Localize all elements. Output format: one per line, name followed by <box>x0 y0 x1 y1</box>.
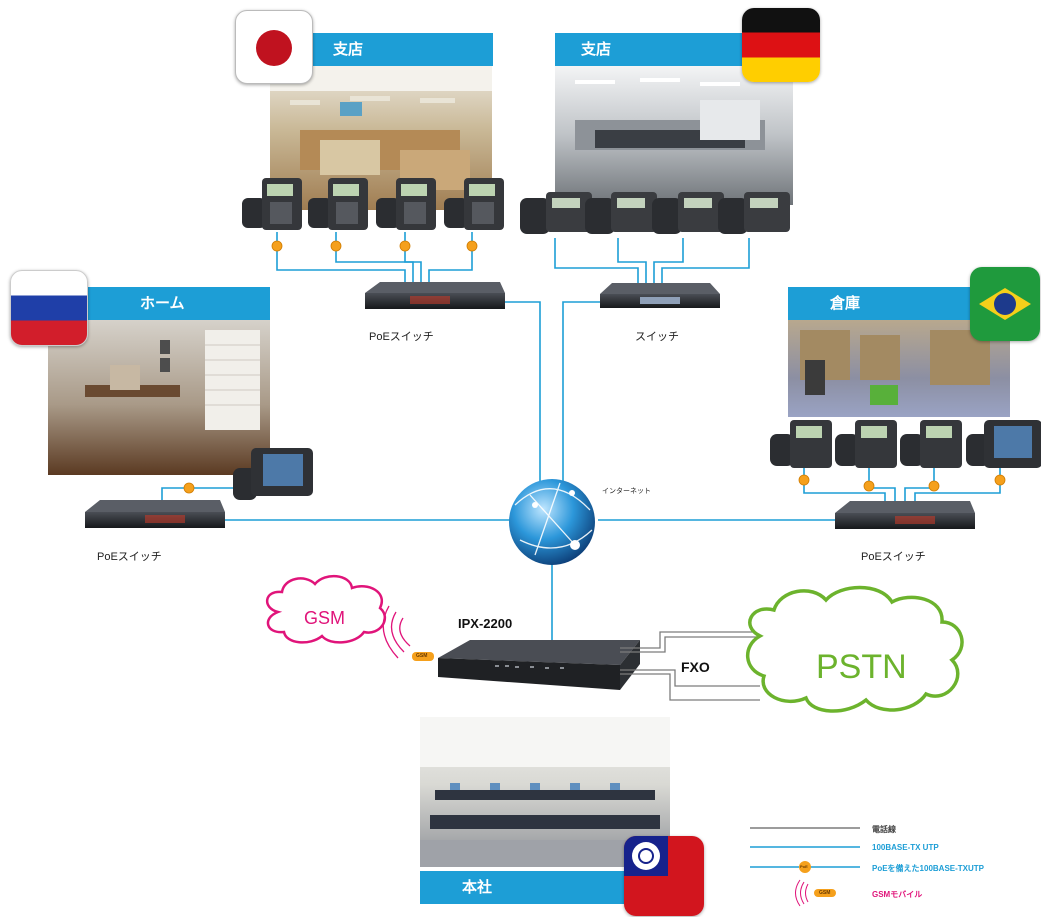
legend-utp: 100BASE-TX UTP <box>872 843 939 852</box>
brazil-flag-icon <box>970 267 1040 341</box>
legend-poe-badge: PoE <box>800 864 808 869</box>
gsm-cloud-label: GSM <box>304 608 346 628</box>
gsm-signal-icon <box>382 605 411 659</box>
ipx-2200-label: IPX-2200 <box>458 616 513 631</box>
legend-poe: PoEを備えた100BASE-TXUTP <box>872 864 985 873</box>
japan-site-label: 支店 <box>333 41 364 58</box>
poe-switch-right-label: PoEスイッチ <box>861 551 926 563</box>
japan-office-photo <box>270 65 492 210</box>
poe-switch-right <box>835 501 975 529</box>
japan-site-header: 支店 <box>285 33 493 66</box>
internet-label: インターネット <box>602 488 651 495</box>
gsm-module-label: GSM <box>416 653 428 659</box>
phone-lines <box>620 631 760 701</box>
brazil-site-header: 倉庫 <box>788 287 978 320</box>
ipx-2200-device <box>438 640 640 690</box>
taiwan-flag-icon <box>624 836 704 916</box>
poe-markers <box>183 240 1006 494</box>
germany-flag-icon <box>742 8 820 82</box>
japan-flag-icon <box>235 10 313 84</box>
pstn-cloud-label: PSTN <box>816 648 907 686</box>
ip-phones <box>233 178 1041 500</box>
switch-top <box>600 283 720 308</box>
germany-office-photo <box>555 65 793 205</box>
brazil-site-label: 倉庫 <box>830 295 861 312</box>
pstn-cloud <box>745 585 964 713</box>
utp-cables <box>161 232 1001 640</box>
poe-switch-top-label: PoEスイッチ <box>369 331 434 343</box>
legend-phone-line: 電話線 <box>872 825 896 834</box>
poe-switch-left <box>85 500 225 528</box>
legend-gsm-badge: GSM <box>819 890 831 896</box>
gsm-module-icon <box>412 652 434 661</box>
taiwan-site-label: 本社 <box>462 879 493 896</box>
russia-site-label: ホーム <box>140 295 185 312</box>
internet-globe-icon <box>509 479 595 565</box>
switch-top-label: スイッチ <box>635 331 679 343</box>
fxo-label: FXO <box>681 659 710 675</box>
russia-flag-icon <box>10 270 88 346</box>
legend-gsm: GSMモバイル <box>872 890 923 899</box>
germany-site-label: 支店 <box>581 41 612 58</box>
legend-graphics <box>750 827 860 907</box>
home-office-photo <box>48 318 270 475</box>
gsm-cloud <box>266 575 387 644</box>
poe-switch-top <box>365 282 505 309</box>
poe-switch-left-label: PoEスイッチ <box>97 551 162 563</box>
